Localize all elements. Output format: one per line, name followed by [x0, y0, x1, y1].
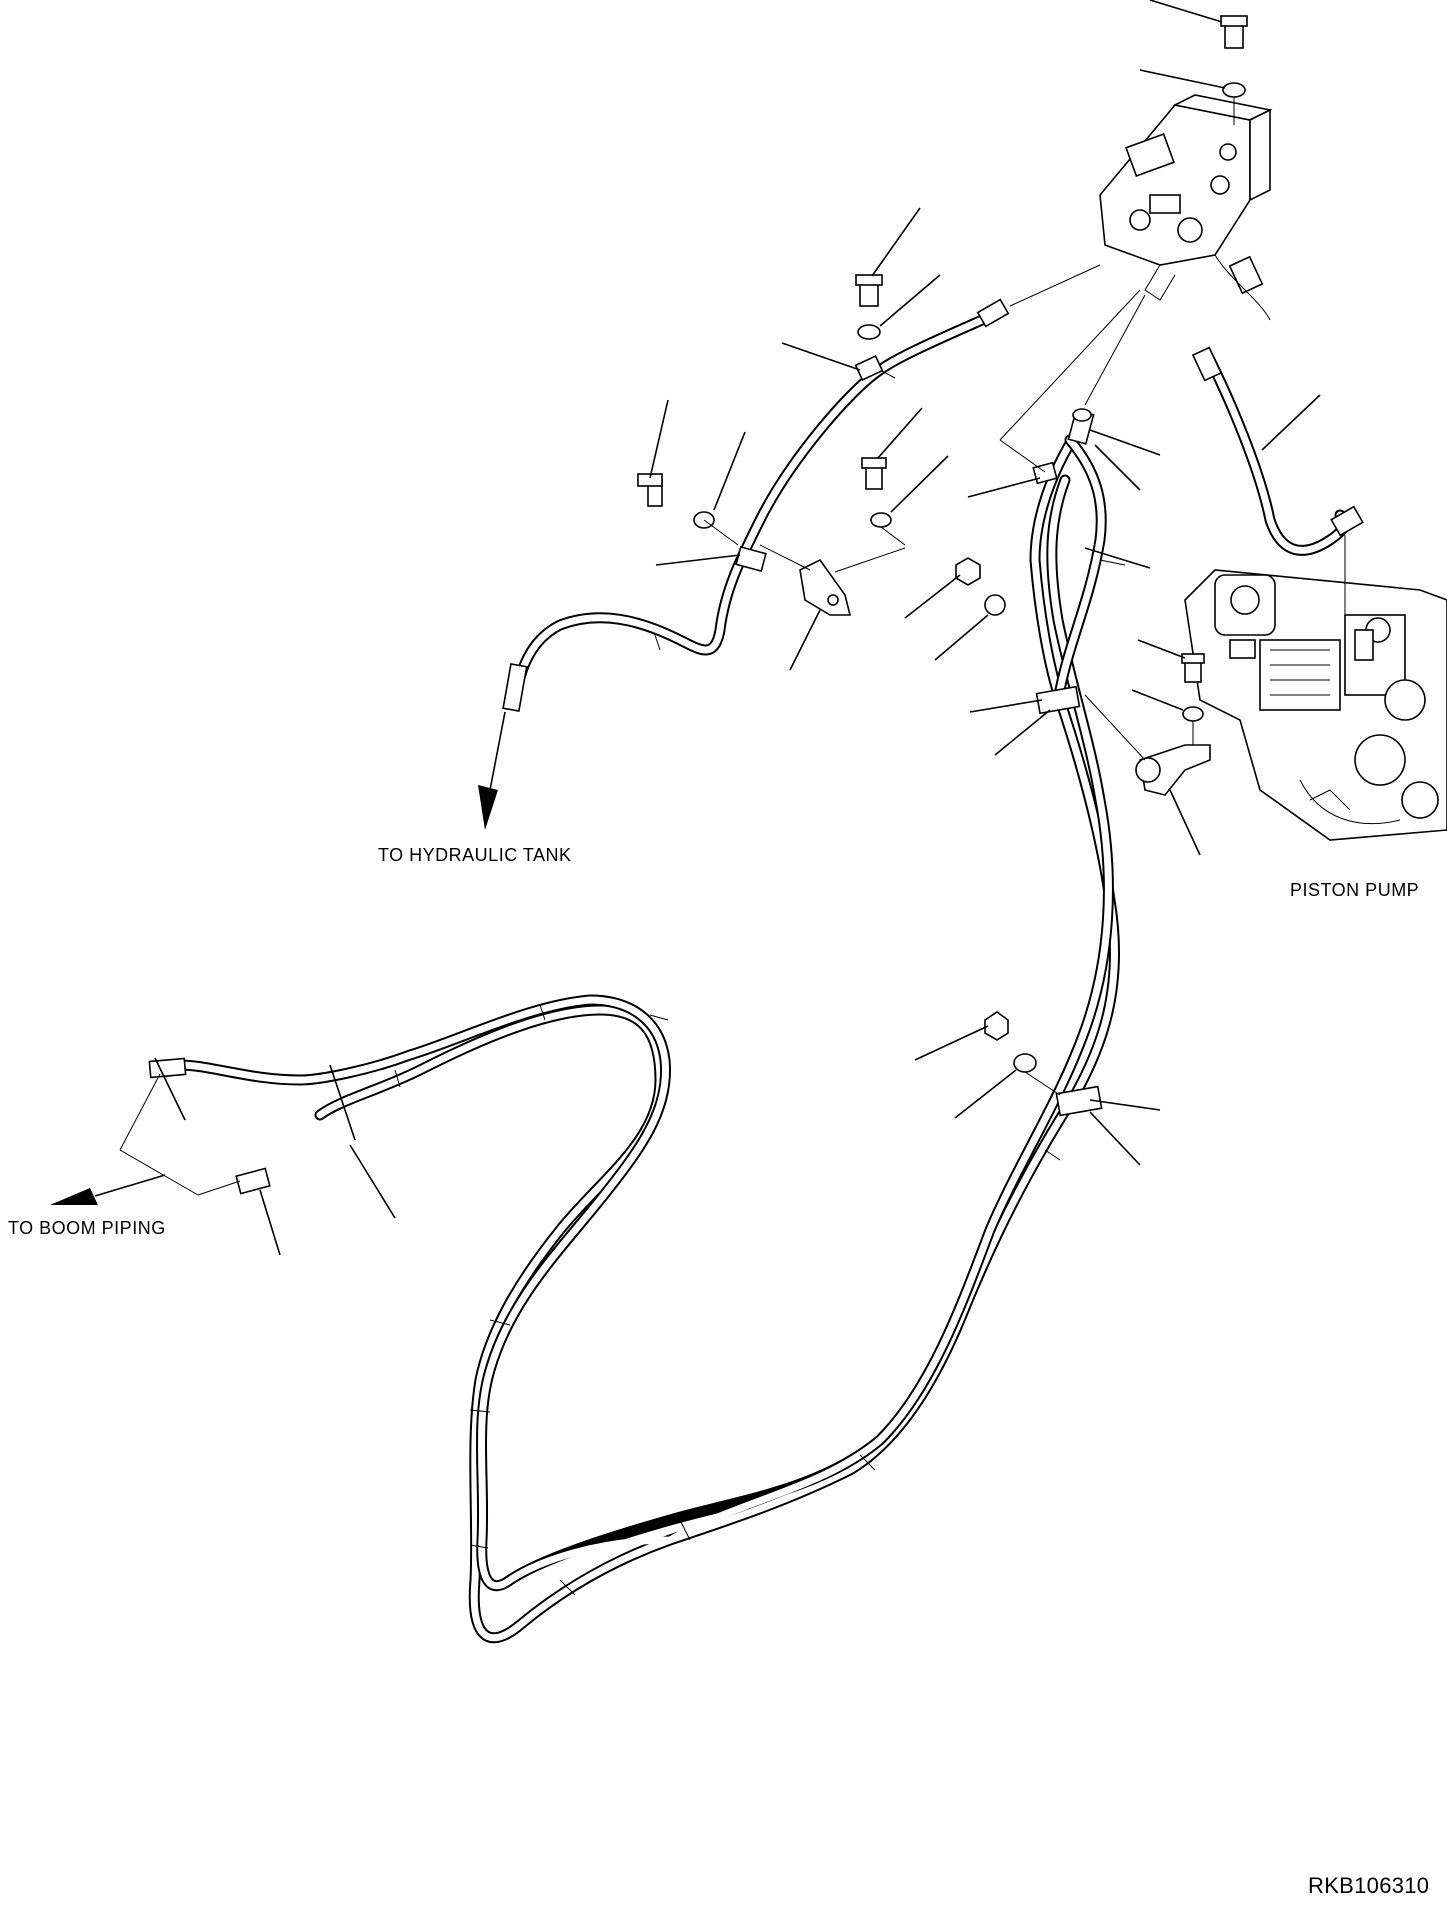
valve-mount-bolt: [1149, 0, 1248, 49]
piston-pump-label: PISTON PUMP: [1290, 880, 1420, 900]
clamp-washer-upper: [934, 594, 1006, 661]
tank-hose: [502, 264, 1101, 712]
piston-pump: [1184, 569, 1447, 841]
valve-mount-washer: [1139, 69, 1246, 125]
tank-hose-bracket: [655, 544, 906, 671]
valve-block: [1099, 94, 1273, 321]
to-boom-piping-label: TO BOOM PIPING: [8, 1218, 166, 1238]
boom-hose-fittings: [119, 1057, 396, 1256]
bracket-bolt-mid: [861, 407, 923, 490]
bracket-washer-mid: [870, 455, 949, 546]
bracket-bolt-upper: [637, 399, 669, 507]
double-hose-clamp-upper: [969, 685, 1211, 856]
to-hydraulic-tank-label: TO HYDRAULIC TANK: [378, 845, 572, 865]
clamp-bolt-upper: [904, 557, 981, 619]
clamp-washer-lower: [954, 1053, 1061, 1119]
valve-hose-fittings: [967, 289, 1161, 569]
clamp-bolt-lower: [914, 1011, 1009, 1061]
upper-hose-clamp: [781, 207, 941, 381]
drawing-code: RKB106310: [1308, 1873, 1430, 1898]
pump-bracket-bolt: [1137, 639, 1205, 683]
boom-hose-loop: [174, 414, 1126, 1644]
arrow-to-hydraulic-tank: [478, 711, 506, 830]
bracket-washer-upper: [693, 431, 746, 546]
pump-hose: [1191, 346, 1364, 620]
pump-bracket-washer: [1131, 689, 1204, 745]
arrow-to-boom-piping: [50, 1174, 166, 1205]
double-hose-clamp-lower: [1055, 1085, 1161, 1166]
